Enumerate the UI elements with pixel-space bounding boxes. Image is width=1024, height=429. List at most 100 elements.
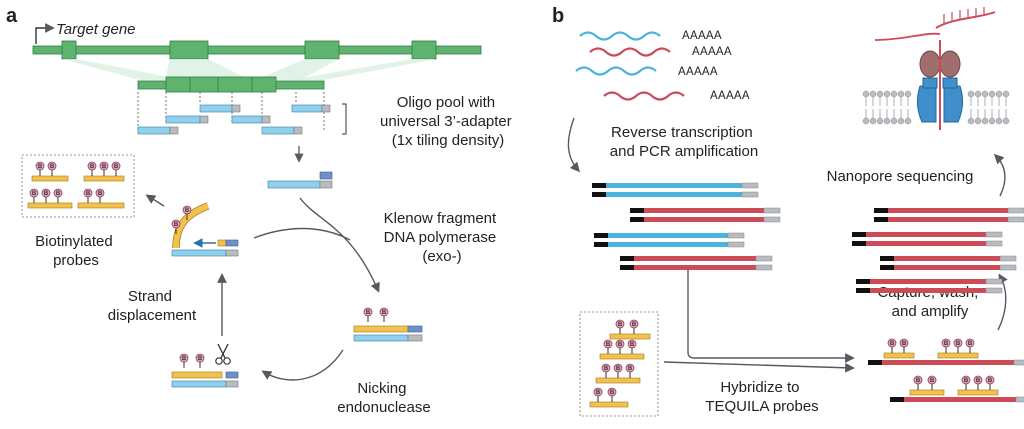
- scissors-icon: [215, 343, 231, 365]
- oligo-pool: [137, 104, 331, 135]
- biotin-bead: [887, 338, 897, 348]
- probe-strand: [27, 202, 73, 209]
- lipid-head: [862, 90, 870, 98]
- cdna-insert: [608, 242, 728, 247]
- lipid-head: [1002, 117, 1010, 125]
- biotin-letter: B: [616, 366, 621, 372]
- template-strand: [171, 249, 227, 257]
- biotin-bead: [603, 339, 613, 349]
- klenow-arrow: [299, 197, 380, 293]
- biotin-bead: [179, 353, 189, 363]
- biotin-bead: [615, 319, 625, 329]
- biotin-bead: [961, 375, 971, 385]
- nicking-label: Nicking endonuclease: [337, 380, 430, 416]
- biotin-letter: B: [610, 390, 615, 396]
- cdna-adapter-5: [594, 233, 608, 238]
- biotin-letter: B: [618, 322, 623, 328]
- biotin-letter: B: [366, 310, 371, 316]
- cdna-adapter-3: [741, 191, 759, 198]
- cdna-insert: [644, 217, 764, 222]
- biotin-bead: [625, 363, 635, 373]
- probe-strand: [595, 377, 641, 384]
- panel-b-letter: b: [552, 5, 564, 27]
- biotin-bead: [195, 353, 205, 363]
- biotin-letter: B: [56, 191, 61, 197]
- cdna-insert: [608, 233, 728, 238]
- cdna-adapter-5: [868, 360, 882, 365]
- biotin-bead: [953, 338, 963, 348]
- biotin-bead: [53, 188, 63, 198]
- promoter-arrow: [35, 23, 55, 44]
- cdna-adapter-3: [999, 264, 1017, 271]
- biotin-letter: B: [50, 164, 55, 170]
- biotin-bead: [47, 161, 57, 171]
- biotin-bead: [615, 339, 625, 349]
- strand-label: Strand displacement: [108, 288, 197, 324]
- biotin-letter: B: [32, 191, 37, 197]
- cycle-arrow-top: [253, 227, 351, 241]
- displacement-product: BB: [171, 202, 239, 257]
- probe-strand: [909, 389, 945, 396]
- cdna-adapter-5: [620, 265, 634, 270]
- panel-a-letter: a: [6, 5, 18, 27]
- probe-strand: [937, 352, 979, 359]
- lipid-head: [904, 90, 912, 98]
- biotin-bead: [973, 375, 983, 385]
- cdna-adapter-5: [592, 192, 606, 197]
- cdna-insert: [870, 288, 986, 293]
- nanopore-label: Nanopore sequencing: [827, 168, 974, 185]
- cdna-adapter-3: [999, 255, 1017, 262]
- biotin-letter: B: [606, 342, 611, 348]
- biotin-letter: B: [930, 378, 935, 384]
- lipid-head: [988, 90, 996, 98]
- biotin-letter: B: [98, 191, 103, 197]
- lipid-head: [869, 117, 877, 125]
- lipid-head: [995, 90, 1003, 98]
- nanopore-icon: [874, 7, 996, 130]
- biotin-bead: [601, 363, 611, 373]
- biotin-bead: [171, 219, 181, 229]
- lipid-head: [988, 117, 996, 125]
- adapter: [407, 334, 423, 342]
- probe-box: [21, 154, 135, 218]
- lipid-head: [897, 90, 905, 98]
- biotin-letter: B: [628, 366, 633, 372]
- probe-strand: [957, 389, 999, 396]
- biotin-bead: [899, 338, 909, 348]
- cdna-insert: [866, 232, 986, 237]
- cdna-adapter-3: [985, 231, 1003, 238]
- cdna-insert: [606, 192, 742, 197]
- probe-strand: [609, 333, 651, 340]
- cdna-adapter-3: [1007, 207, 1024, 214]
- biotin-letter: B: [618, 342, 623, 348]
- sequencing-arrow: [993, 153, 1006, 197]
- lipid-head: [967, 90, 975, 98]
- biotin-letter: B: [44, 191, 49, 197]
- probe-strand: [171, 371, 223, 379]
- biotin-bead: [593, 387, 603, 397]
- biotin-bead: [95, 188, 105, 198]
- oligo-pool-label: Oligo pool with universal 3’-adapter (1x…: [380, 94, 516, 149]
- cdna-adapter-5: [874, 217, 888, 222]
- biotin-bead: [941, 338, 951, 348]
- probe-box-b: [579, 311, 659, 417]
- cdna-adapter-3: [741, 182, 759, 189]
- cdna-adapter-5: [856, 279, 870, 284]
- polya-2: AAAAA: [692, 46, 732, 58]
- biotin-bead: [927, 375, 937, 385]
- cdna-insert: [644, 208, 764, 213]
- panel-a: a Target gene: [6, 5, 516, 416]
- lipid-head: [862, 117, 870, 125]
- biotin-bead: [379, 307, 389, 317]
- cdna-adapter-5: [880, 265, 894, 270]
- biotin-letter: B: [916, 378, 921, 384]
- rt-arrow: [567, 117, 580, 173]
- cdna-adapter-5: [874, 208, 888, 213]
- cdna-adapter-5: [592, 183, 606, 188]
- cdna-adapter-5: [852, 241, 866, 246]
